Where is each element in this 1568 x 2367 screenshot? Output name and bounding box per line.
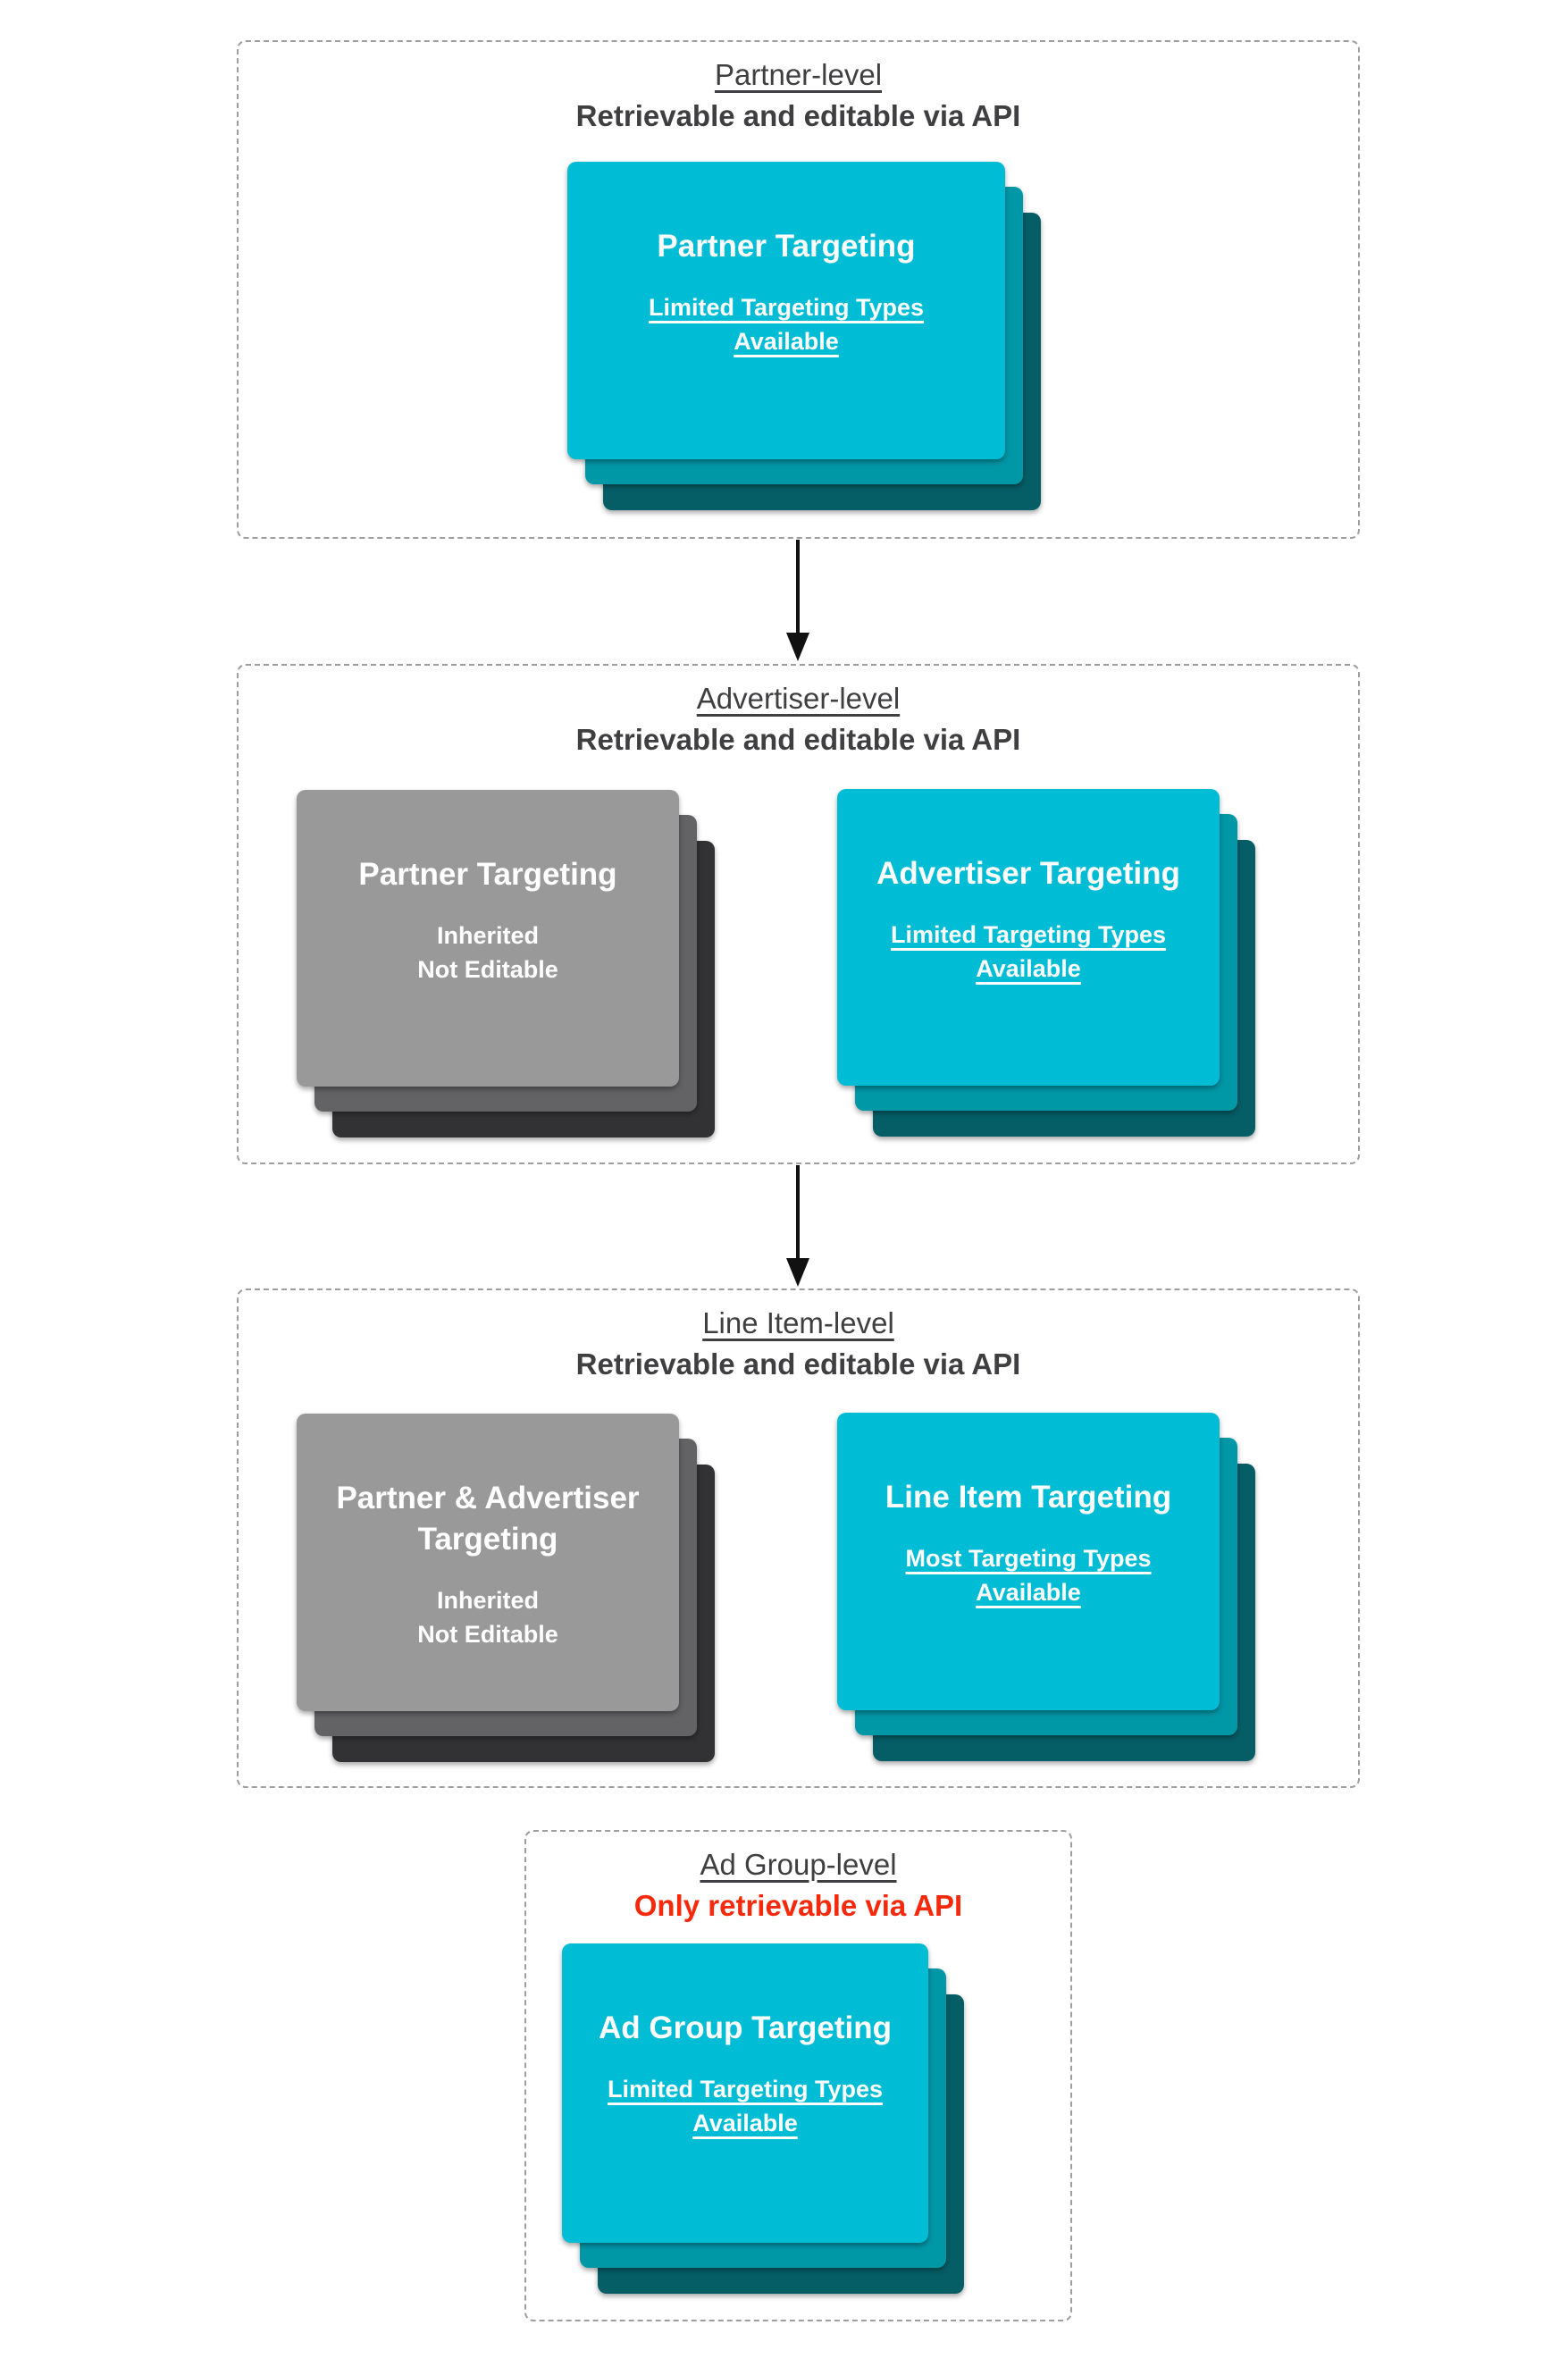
card-subtitle-line: Available bbox=[692, 2110, 798, 2136]
card-subtitle-line: Most Targeting Types bbox=[905, 1545, 1152, 1572]
section-header: Advertiser-level Retrievable and editabl… bbox=[239, 666, 1358, 760]
card-subtitle: Inherited Not Editable bbox=[417, 919, 558, 986]
card-stack-inherited-partner-advertiser-targeting: Partner & Advertiser Targeting Inherited… bbox=[297, 1414, 717, 1762]
arrow-shaft bbox=[796, 540, 800, 633]
section-advertiser-level: Advertiser-level Retrievable and editabl… bbox=[237, 664, 1360, 1164]
section-header: Line Item-level Retrievable and editable… bbox=[239, 1290, 1358, 1385]
card-ad-group-targeting: Ad Group Targeting Limited Targeting Typ… bbox=[562, 1943, 928, 2243]
card-stack-ad-group-targeting: Ad Group Targeting Limited Targeting Typ… bbox=[562, 1943, 966, 2294]
section-line-item-level: Line Item-level Retrievable and editable… bbox=[237, 1288, 1360, 1788]
card-partner-targeting-inherited: Partner Targeting Inherited Not Editable bbox=[297, 790, 679, 1087]
card-stack-line-item-targeting: Line Item Targeting Most Targeting Types… bbox=[837, 1413, 1257, 1761]
card-subtitle-line: Inherited bbox=[436, 922, 539, 949]
card-title: Line Item Targeting bbox=[885, 1480, 1172, 1515]
arrow-head bbox=[786, 633, 809, 661]
flow-arrow-down-icon bbox=[786, 1165, 809, 1287]
card-stack-inherited-partner-targeting: Partner Targeting Inherited Not Editable bbox=[297, 790, 717, 1137]
card-partner-targeting: Partner Targeting Limited Targeting Type… bbox=[567, 162, 1005, 459]
card-subtitle-line: Available bbox=[734, 328, 839, 355]
card-title: Partner Targeting bbox=[657, 229, 916, 264]
section-header: Ad Group-level Only retrievable via API bbox=[526, 1832, 1070, 1926]
card-subtitle: Limited Targeting Types Available bbox=[891, 918, 1166, 986]
section-title: Advertiser-level bbox=[696, 682, 901, 715]
section-subtitle: Only retrievable via API bbox=[633, 1889, 963, 1922]
card-subtitle: Inherited Not Editable bbox=[417, 1583, 558, 1651]
section-title: Line Item-level bbox=[702, 1306, 894, 1339]
arrow-head bbox=[786, 1258, 809, 1287]
section-ad-group-level: Ad Group-level Only retrievable via API … bbox=[524, 1830, 1072, 2321]
card-line-item-targeting: Line Item Targeting Most Targeting Types… bbox=[837, 1413, 1220, 1710]
card-stack-partner-targeting: Partner Targeting Limited Targeting Type… bbox=[567, 162, 1043, 510]
card-subtitle-line: Not Editable bbox=[417, 956, 558, 983]
section-title: Partner-level bbox=[714, 58, 883, 91]
card-stack-advertiser-targeting: Advertiser Targeting Limited Targeting T… bbox=[837, 789, 1257, 1137]
card-subtitle-line: Available bbox=[976, 1579, 1081, 1606]
card-subtitle-line: Not Editable bbox=[417, 1621, 558, 1648]
section-subtitle: Retrievable and editable via API bbox=[575, 723, 1021, 756]
card-subtitle-line: Limited Targeting Types bbox=[890, 921, 1167, 948]
card-subtitle: Most Targeting Types Available bbox=[905, 1541, 1151, 1609]
card-title: Advertiser Targeting bbox=[876, 856, 1180, 891]
card-subtitle-line: Available bbox=[976, 955, 1081, 982]
card-subtitle-line: Limited Targeting Types bbox=[607, 2076, 884, 2103]
card-title: Partner & Advertiser Targeting bbox=[336, 1481, 640, 1557]
card-title: Partner Targeting bbox=[358, 857, 617, 892]
section-title: Ad Group-level bbox=[700, 1848, 897, 1881]
section-partner-level: Partner-level Retrievable and editable v… bbox=[237, 40, 1360, 539]
flow-arrow-down-icon bbox=[786, 540, 809, 661]
section-subtitle: Retrievable and editable via API bbox=[575, 1347, 1021, 1381]
card-subtitle: Limited Targeting Types Available bbox=[608, 2072, 883, 2140]
card-subtitle-line: Inherited bbox=[436, 1587, 539, 1614]
card-title: Ad Group Targeting bbox=[599, 2010, 892, 2045]
section-header: Partner-level Retrievable and editable v… bbox=[239, 42, 1358, 137]
section-subtitle: Retrievable and editable via API bbox=[575, 99, 1021, 132]
card-partner-advertiser-targeting-inherited: Partner & Advertiser Targeting Inherited… bbox=[297, 1414, 679, 1711]
card-subtitle-line: Limited Targeting Types bbox=[648, 294, 925, 321]
card-advertiser-targeting: Advertiser Targeting Limited Targeting T… bbox=[837, 789, 1220, 1086]
arrow-shaft bbox=[796, 1165, 800, 1258]
card-subtitle: Limited Targeting Types Available bbox=[649, 290, 924, 358]
